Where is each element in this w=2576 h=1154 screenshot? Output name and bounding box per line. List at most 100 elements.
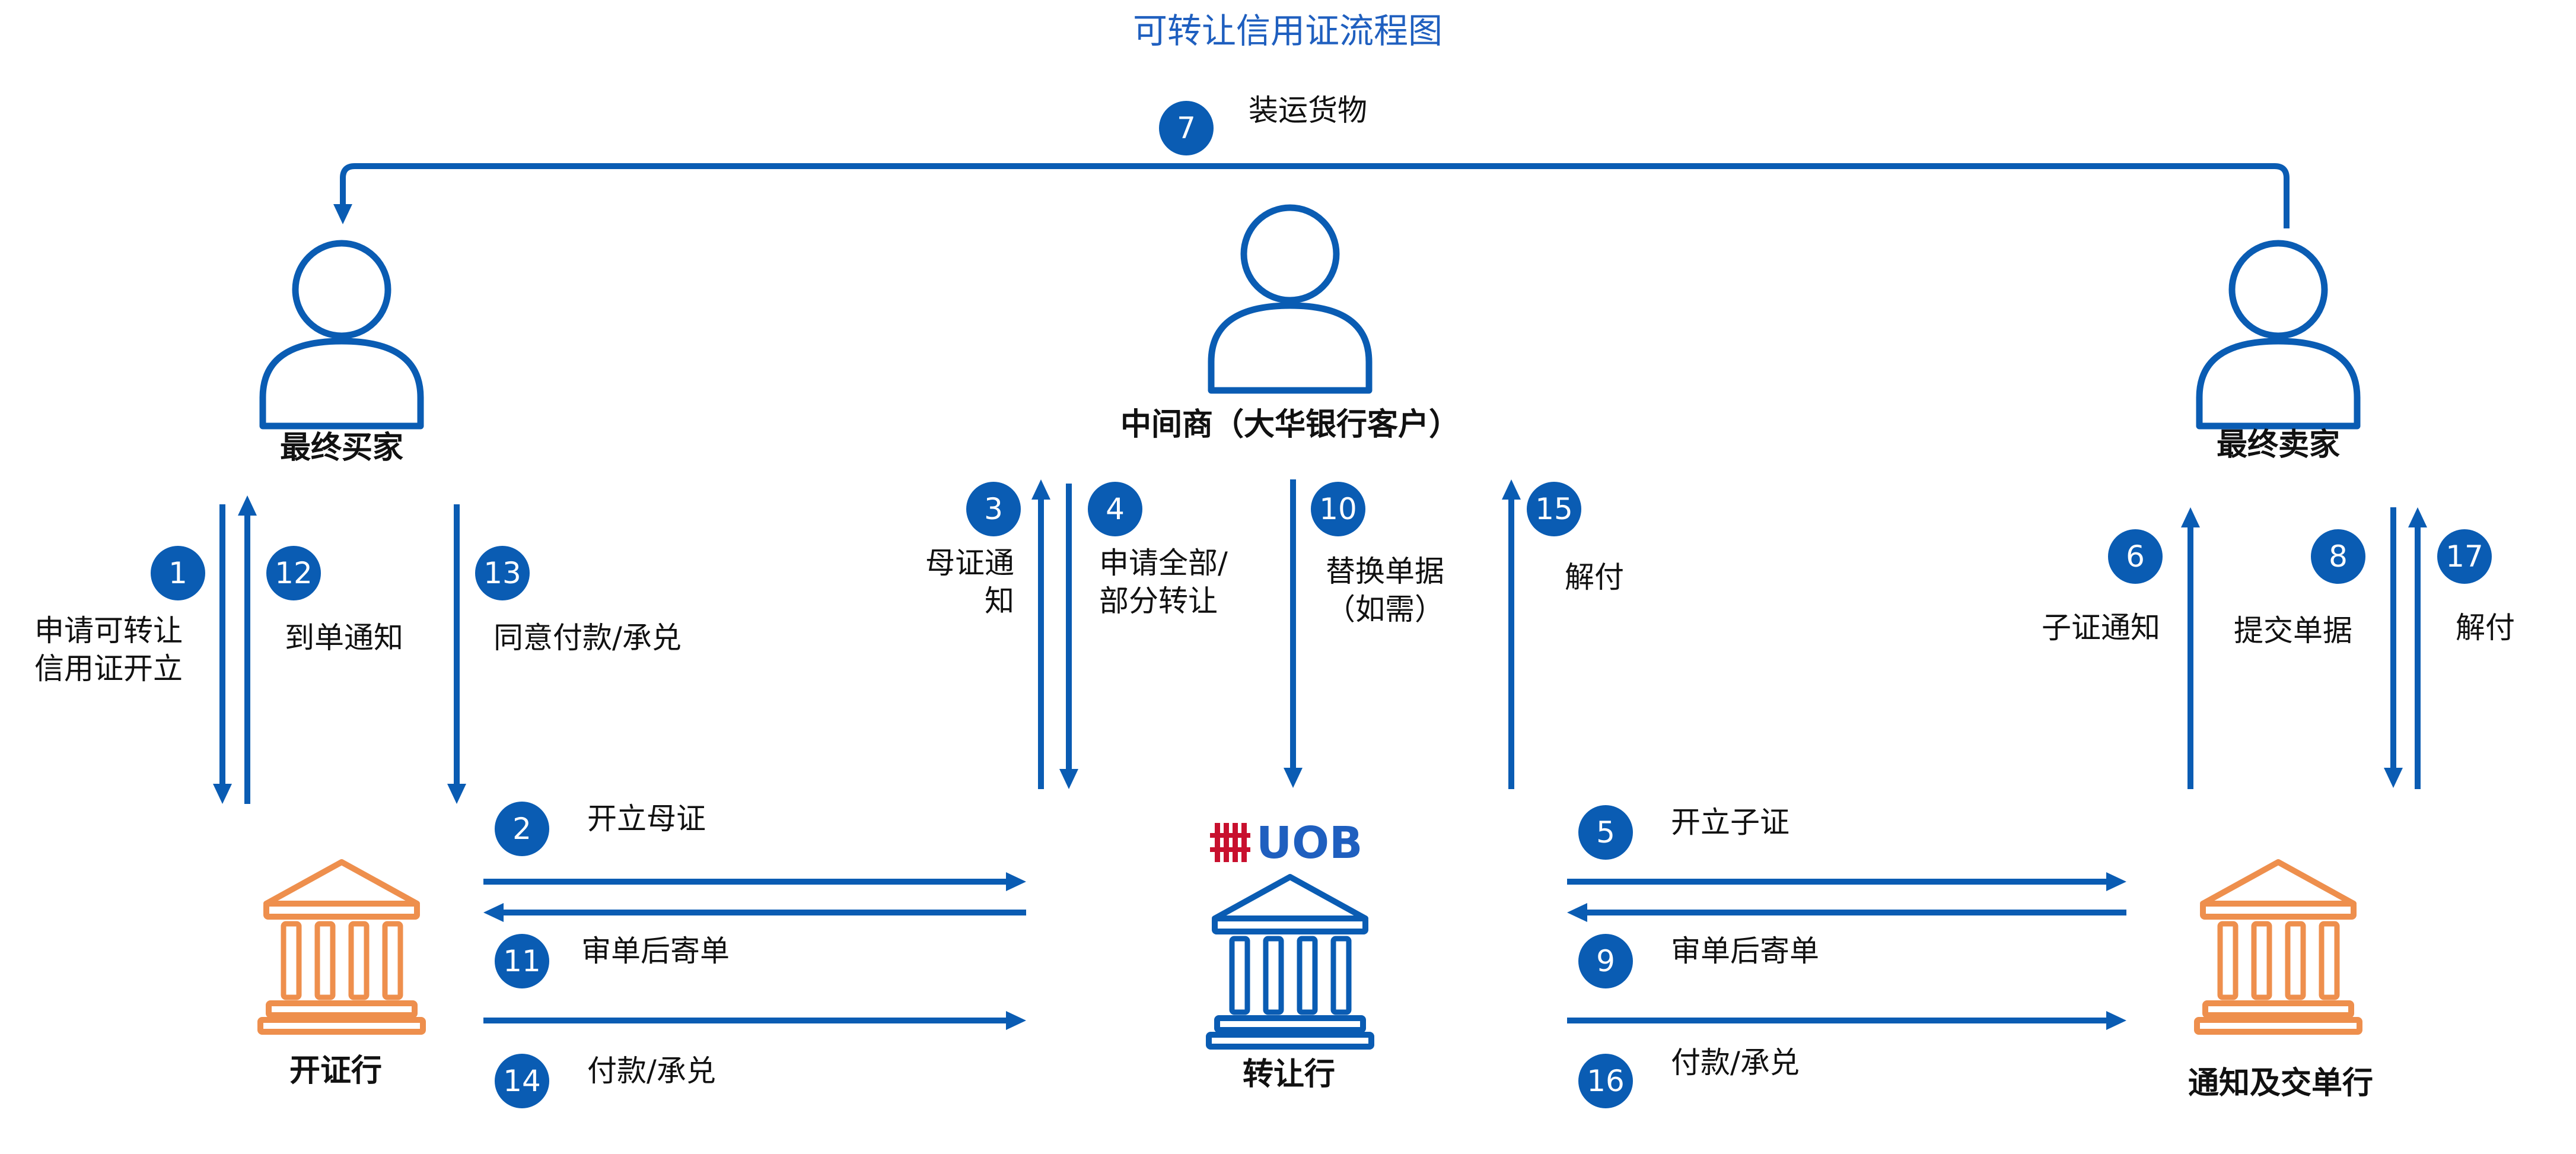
step-number: 17 bbox=[2446, 539, 2483, 574]
arrowhead-icon bbox=[238, 495, 257, 516]
step-number: 16 bbox=[1587, 1064, 1625, 1098]
step-5: 5 开立子证 bbox=[1578, 805, 1789, 860]
step-label: 开立子证 bbox=[1671, 805, 1789, 840]
arrowhead-icon bbox=[2106, 1011, 2126, 1030]
uob-logo: UOB bbox=[1210, 818, 1362, 869]
arrowhead-icon bbox=[333, 204, 352, 224]
uob-logo-mark bbox=[1210, 823, 1250, 862]
step-badge bbox=[2108, 529, 2163, 584]
step-number: 9 bbox=[1596, 944, 1615, 978]
step-badge bbox=[966, 482, 1021, 536]
intermediary-person-icon bbox=[1211, 208, 1369, 390]
step-badge bbox=[266, 546, 321, 600]
step-label: 付款/承兑 bbox=[1671, 1045, 1800, 1080]
step-number: 11 bbox=[503, 944, 541, 978]
step-label: 替换单据 bbox=[1326, 554, 1444, 589]
step-11: 11 审单后寄单 bbox=[495, 934, 730, 988]
step-label: 审单后寄单 bbox=[1671, 934, 1819, 968]
step-number: 7 bbox=[1177, 111, 1196, 145]
step-4: 4 申请全部/部分转让 bbox=[1088, 482, 1228, 618]
step-14: 14 付款/承兑 bbox=[495, 1054, 716, 1108]
arrowhead-icon bbox=[1567, 903, 1587, 922]
step-number: 1 bbox=[168, 556, 187, 590]
step-7: 7 装运货物 bbox=[1159, 93, 1367, 155]
diagram-title: 可转让信用证流程图 bbox=[1133, 11, 1443, 51]
step-number: 14 bbox=[503, 1064, 541, 1098]
step-number: 15 bbox=[1535, 492, 1573, 526]
step-label: 审单后寄单 bbox=[581, 934, 730, 968]
arrowhead-icon bbox=[447, 784, 466, 804]
step-badge bbox=[2311, 529, 2365, 584]
step-label: 装运货物 bbox=[1249, 93, 1367, 128]
step-label: 解付 bbox=[2456, 611, 2515, 645]
step-16: 16 付款/承兑 bbox=[1578, 1045, 1800, 1108]
step-label: 提交单据 bbox=[2234, 613, 2352, 648]
step-label: 同意付款/承兑 bbox=[493, 621, 682, 655]
step-badge bbox=[1578, 934, 1633, 988]
step-number: 5 bbox=[1596, 815, 1615, 850]
advising-bank-label: 通知及交单行 bbox=[2188, 1066, 2373, 1101]
step-label: 申请全部/ bbox=[1099, 546, 1228, 580]
step-badge bbox=[1159, 101, 1214, 155]
arrowhead-icon bbox=[1006, 1011, 1026, 1030]
step-badge bbox=[1578, 805, 1633, 860]
step-badge bbox=[495, 802, 549, 856]
step-badge bbox=[1527, 482, 1581, 536]
step-number: 12 bbox=[275, 556, 313, 590]
step-12: 12 到单通知 bbox=[266, 546, 403, 655]
step-badge bbox=[495, 934, 549, 988]
step-label: 母证通 bbox=[925, 546, 1014, 580]
step-label: 付款/承兑 bbox=[587, 1054, 716, 1088]
step-8: 8 提交单据 bbox=[2234, 529, 2365, 648]
arrowhead-icon bbox=[1502, 479, 1521, 500]
arrowhead-icon bbox=[1059, 769, 1078, 789]
flow-arrows bbox=[213, 163, 2427, 1030]
arrowhead-icon bbox=[2181, 507, 2200, 527]
step-badge bbox=[475, 546, 530, 600]
transferring-bank-label: 转让行 bbox=[1243, 1057, 1335, 1092]
step-badge bbox=[1578, 1054, 1633, 1108]
issuing-bank-label: 开证行 bbox=[289, 1053, 382, 1089]
step-number: 2 bbox=[512, 812, 531, 846]
advising-bank-icon bbox=[2197, 862, 2360, 1032]
step-number: 4 bbox=[1106, 492, 1125, 526]
arrowhead-icon bbox=[2384, 768, 2403, 788]
arrowhead-icon bbox=[1284, 768, 1303, 788]
arrowhead-icon bbox=[483, 903, 504, 922]
step-label: 开立母证 bbox=[587, 802, 706, 836]
buyer-person-icon bbox=[263, 243, 421, 426]
step-number: 6 bbox=[2126, 539, 2145, 574]
step-badge bbox=[1088, 482, 1142, 536]
step-label: （如需） bbox=[1326, 592, 1444, 627]
step-10: 10 替换单据（如需） bbox=[1311, 482, 1444, 627]
step-9: 9 审单后寄单 bbox=[1578, 934, 1819, 988]
step-badge bbox=[151, 546, 205, 600]
intermediary-label: 中间商（大华银行客户） bbox=[1120, 407, 1460, 443]
step-label: 信用证开立 bbox=[34, 651, 183, 686]
arrowhead-icon bbox=[2408, 507, 2427, 527]
step-number: 8 bbox=[2329, 539, 2348, 574]
buyer-label: 最终买家 bbox=[280, 430, 403, 466]
seller-label: 最终卖家 bbox=[2217, 427, 2340, 463]
step-number: 10 bbox=[1319, 492, 1357, 526]
step-label: 知 bbox=[985, 584, 1014, 618]
step-label: 到单通知 bbox=[285, 621, 403, 655]
arrow-ship-goods bbox=[340, 163, 2290, 228]
transferring-bank-icon bbox=[1209, 877, 1371, 1047]
step-17: 17 解付 bbox=[2437, 529, 2515, 645]
uob-logo-text: UOB bbox=[1256, 818, 1362, 869]
step-number: 3 bbox=[984, 492, 1003, 526]
arrowhead-icon bbox=[213, 784, 232, 804]
step-label: 子证通知 bbox=[2042, 611, 2160, 645]
step-6: 6 子证通知 bbox=[2042, 529, 2163, 645]
step-label: 部分转让 bbox=[1099, 584, 1218, 618]
step-label: 解付 bbox=[1565, 560, 1624, 595]
arrowhead-icon bbox=[1031, 479, 1050, 500]
issuing-bank-icon bbox=[260, 862, 423, 1032]
arrowhead-icon bbox=[1006, 872, 1026, 891]
